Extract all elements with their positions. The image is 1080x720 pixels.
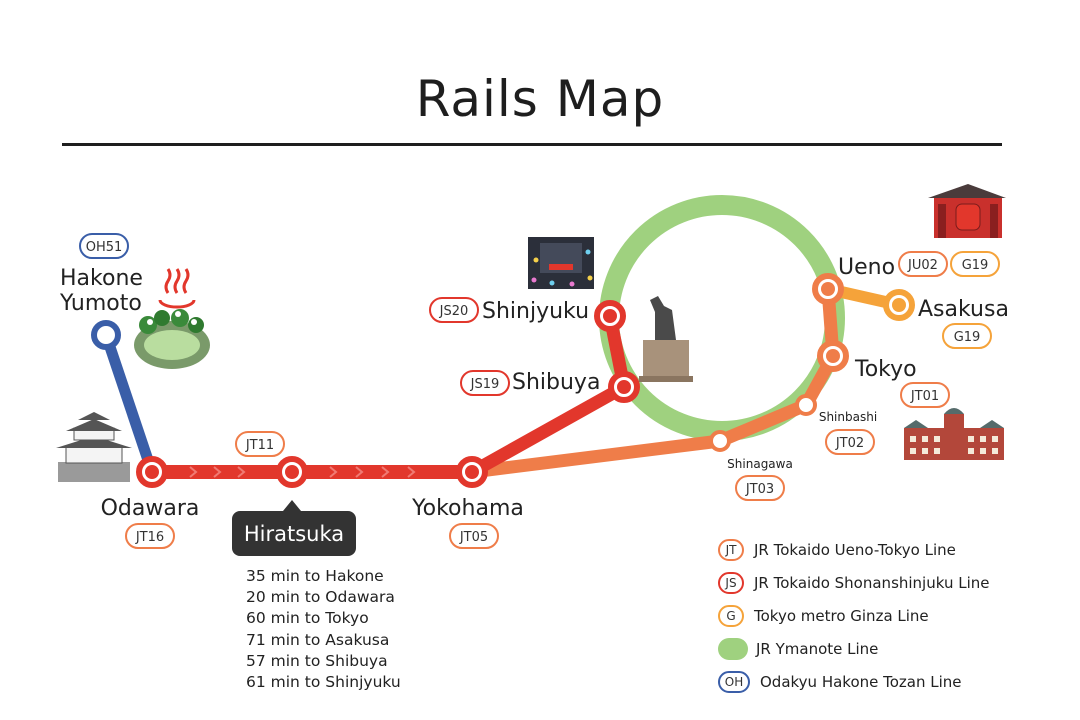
- tokyo-station-illustration: [904, 408, 1004, 460]
- shinjuku-illustration: [528, 237, 594, 289]
- code-text-odawara: JT16: [135, 530, 164, 545]
- station-marker-shinagawa[interactable]: [709, 430, 731, 452]
- code-text-shibuya: JS19: [470, 377, 500, 392]
- code-badge-asakusa: G19: [942, 323, 992, 349]
- code-badge-hakone: OH51: [79, 233, 129, 259]
- station-marker-shibuya-core: [617, 380, 631, 394]
- legend-item-jy: JR Ymanote Line: [718, 632, 990, 665]
- travel-time-hakone: 35 min to Hakone: [246, 567, 384, 585]
- code-text-yokohama: JT05: [459, 530, 488, 545]
- code-badge-shinjyuku: JS20: [429, 297, 479, 323]
- onsen-illustration: [134, 309, 210, 369]
- travel-time-shibuya: 57 min to Shibuya: [246, 651, 388, 670]
- title-divider: [62, 143, 1002, 146]
- code-text-ueno-ju: JU02: [907, 258, 938, 273]
- station-label-tokyo: Tokyo: [854, 357, 917, 382]
- hachiko-statue-illustration: [639, 296, 693, 382]
- code-text-shinbashi: JT02: [835, 436, 864, 451]
- code-text-ueno-g: G19: [962, 258, 989, 273]
- station-label-hakone-2: Yumoto: [59, 291, 142, 316]
- station-marker-odawara-core: [145, 465, 159, 479]
- legend: JT JR Tokaido Ueno-Tokyo Line JS JR Toka…: [718, 534, 990, 698]
- legend-item-g: G Tokyo metro Ginza Line: [718, 600, 990, 633]
- code-text-shinjyuku: JS20: [439, 304, 469, 319]
- legend-label-jt: JR Tokaido Ueno-Tokyo Line: [754, 541, 956, 560]
- station-marker-asakusa-core: [892, 298, 906, 312]
- code-badge-yokohama: JT05: [449, 523, 499, 549]
- station-label-shinagawa: Shinagawa: [727, 457, 793, 471]
- page-title: Rails Map: [415, 70, 665, 128]
- station-label-odawara: Odawara: [101, 496, 200, 521]
- code-badge-ueno-ju: JU02: [898, 251, 948, 277]
- code-text-shinagawa: JT03: [745, 482, 774, 497]
- legend-item-oh: OH Odakyu Hakone Tozan Line: [718, 665, 990, 698]
- legend-item-js: JS JR Tokaido Shonanshinjuku Line: [718, 567, 990, 600]
- legend-badge-g: G: [718, 604, 744, 627]
- travel-time-odawara: 20 min to Odawara: [246, 588, 395, 607]
- station-label-yokohama: Yokohama: [411, 496, 524, 521]
- legend-badge-js: JS: [718, 572, 744, 595]
- castle-illustration: [56, 412, 132, 482]
- legend-label-js: JR Tokaido Shonanshinjuku Line: [754, 574, 990, 593]
- station-label-hakone-1: Hakone: [60, 266, 143, 291]
- station-marker-shinjyuku-core: [603, 309, 617, 323]
- travel-time-shinjyuku: 61 min to Shinjyuku: [246, 673, 401, 692]
- odakyu-line: [100, 333, 158, 474]
- legend-label-jy: JR Ymanote Line: [756, 639, 879, 658]
- hiratsuka-travel-times: 35 min to Hakone 20 min to Odawara 60 mi…: [246, 566, 401, 693]
- station-marker-shinbashi[interactable]: [795, 394, 817, 416]
- station-label-shinbashi: Shinbashi: [819, 410, 877, 424]
- station-label-asakusa: Asakusa: [918, 297, 1009, 322]
- code-badge-shinagawa: JT03: [735, 475, 785, 501]
- hiratsuka-callout-label: Hiratsuka: [244, 522, 344, 546]
- code-badge-ueno-g: G19: [950, 251, 1000, 277]
- legend-swatch-jy: [718, 637, 748, 660]
- hiratsuka-callout: Hiratsuka: [232, 500, 356, 556]
- station-marker-ueno-core: [821, 282, 835, 296]
- legend-badge-jt: JT: [718, 539, 744, 562]
- station-marker-yokohama-core: [465, 465, 479, 479]
- code-badge-shibuya: JS19: [460, 370, 510, 396]
- code-badge-shinbashi: JT02: [825, 429, 875, 455]
- code-badge-odawara: JT16: [125, 523, 175, 549]
- code-badge-hiratsuka: JT11: [235, 431, 285, 457]
- code-badge-tokyo: JT01: [900, 382, 950, 408]
- station-marker-tokyo-core: [826, 349, 840, 363]
- direction-chevrons: [189, 466, 416, 478]
- hot-spring-icon: [158, 268, 196, 309]
- station-marker-hiratsuka-core: [285, 465, 299, 479]
- station-label-shinjyuku: Shinjyuku: [482, 299, 589, 324]
- station-label-ueno: Ueno: [838, 255, 895, 280]
- code-text-asakusa: G19: [954, 330, 981, 345]
- code-text-hakone: OH51: [86, 240, 123, 255]
- code-text-tokyo: JT01: [910, 389, 939, 404]
- legend-item-jt: JT JR Tokaido Ueno-Tokyo Line: [718, 534, 990, 567]
- legend-badge-oh: OH: [718, 670, 750, 693]
- station-marker-hakone[interactable]: [91, 320, 121, 350]
- legend-label-g: Tokyo metro Ginza Line: [754, 606, 929, 625]
- sensoji-gate-illustration: [928, 184, 1006, 238]
- legend-label-oh: Odakyu Hakone Tozan Line: [760, 672, 962, 691]
- station-label-shibuya: Shibuya: [512, 370, 600, 395]
- code-text-hiratsuka: JT11: [245, 438, 274, 453]
- travel-time-asakusa: 71 min to Asakusa: [246, 630, 390, 649]
- travel-time-tokyo: 60 min to Tokyo: [246, 609, 369, 628]
